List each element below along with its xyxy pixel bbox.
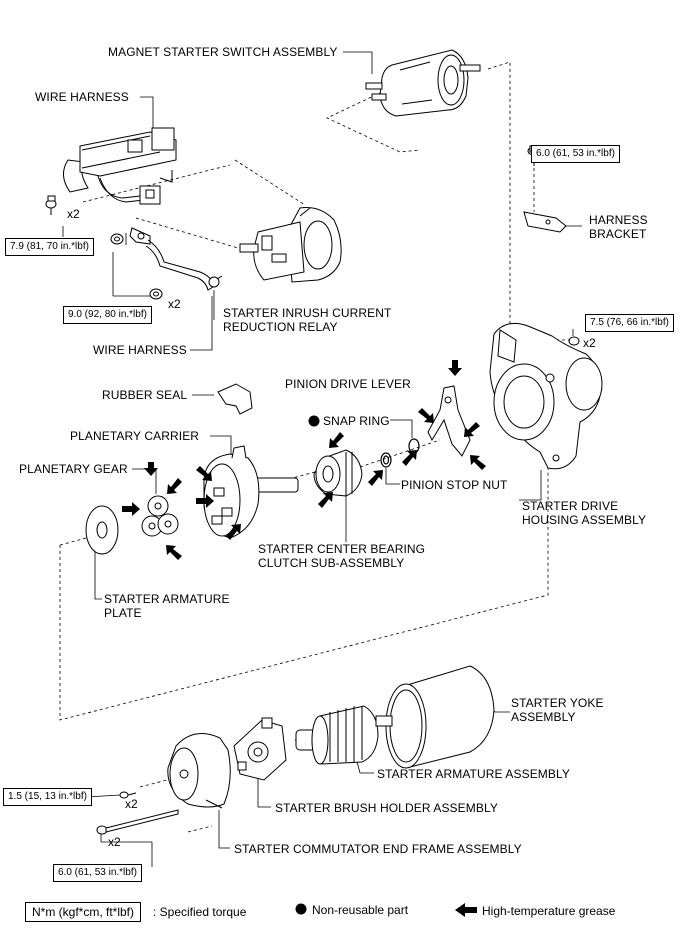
pinion-drive-lever-drawing [427,385,471,457]
torque-wire-harness-bolt: 7.9 (81, 70 in.*lbf) [5,238,94,256]
wire-harness-bolt [45,195,57,215]
torque-harness-bracket-bolt: 6.0 (61, 53 in.*lbf) [531,145,620,163]
through-bolt [96,809,179,835]
armature-plate-drawing [85,505,119,555]
label-planetary-gear: PLANETARY GEAR [19,462,128,476]
label-drive-housing-1: STARTER DRIVE [522,499,619,513]
grease-arrows [122,360,486,560]
label-pinion-drive-lever: PINION DRIVE LEVER [285,377,411,391]
legend-icons [295,903,477,917]
label-harness-bracket-2: BRACKET [589,227,647,241]
label-armature-plate-2: PLATE [104,606,142,620]
mult-relay-nut: x2 [168,297,181,311]
torque-through-bolt: 6.0 (61, 53 in.*lbf) [53,864,142,882]
label-commutator-end-frame: STARTER COMMUTATOR END FRAME ASSEMBLY [234,842,522,856]
inrush-relay-drawing [239,207,342,283]
planetary-gears-drawing [141,495,179,537]
pinion-stop-nut-drawing [380,452,392,468]
label-snap-ring: SNAP RING [323,414,390,428]
legend-nonreusable-text: Non-reusable part [312,903,409,917]
label-armature-assembly: STARTER ARMATURE ASSEMBLY [377,767,570,781]
wire-harness-top-drawing [63,127,177,205]
torque-relay-nut: 9.0 (92, 80 in.*lbf) [63,306,152,324]
label-inrush-relay-1: STARTER INRUSH CURRENT [223,306,392,320]
label-armature-plate-1: STARTER ARMATURE [104,592,230,606]
end-frame-screw [119,791,137,799]
brush-holder-drawing [233,717,287,781]
label-drive-housing-2: HOUSING ASSEMBLY [522,513,647,527]
label-yoke-1: STARTER YOKE [511,696,604,710]
mult-housing-nut: x2 [583,336,596,350]
rubber-seal-drawing [217,383,253,415]
assembly-dashed-lines [59,61,574,833]
mult-through-bolt: x2 [108,835,121,849]
label-center-bearing-2: CLUTCH SUB-ASSEMBLY [258,556,405,570]
commutator-end-frame-drawing [167,733,231,809]
armature-assembly-drawing [295,705,393,765]
torque-housing-nut: 7.5 (76, 66 in.*lbf) [585,314,674,332]
relay-nuts [110,233,163,300]
starter-yoke-drawing [385,665,495,769]
magnet-starter-switch-drawing [365,49,481,117]
legend-torque-text: : Specified torque [153,905,247,919]
label-magnet-starter-switch: MAGNET STARTER SWITCH ASSEMBLY [108,45,338,59]
mult-end-frame-screw: x2 [125,797,138,811]
wire-harness-bottom-drawing [129,227,223,291]
planetary-carrier-drawing [203,445,299,539]
housing-nut [568,336,580,346]
label-pinion-stop-nut: PINION STOP NUT [401,478,508,492]
label-planetary-carrier: PLANETARY CARRIER [70,429,200,443]
center-bearing-clutch-drawing [313,449,363,497]
legend-grease-text: High-temperature grease [482,904,616,918]
label-wire-harness-top: WIRE HARNESS [35,90,129,104]
label-brush-holder: STARTER BRUSH HOLDER ASSEMBLY [275,801,498,815]
label-rubber-seal: RUBBER SEAL [102,388,188,402]
label-wire-harness-bottom: WIRE HARNESS [93,343,187,357]
label-inrush-relay-2: REDUCTION RELAY [223,320,338,334]
label-yoke-2: ASSEMBLY [511,710,576,724]
label-harness-bracket-1: HARNESS [589,213,648,227]
legend-torque-box: N*m (kgf*cm, ft*lbf) [25,902,142,922]
nonreusable-dot [308,415,320,427]
torque-end-frame-screw: 1.5 (15, 13 in.*lbf) [3,788,92,806]
label-center-bearing-1: STARTER CENTER BEARING [258,542,426,556]
mult-wire-harness-bolt: x2 [67,207,80,221]
drive-housing-drawing [489,322,603,470]
